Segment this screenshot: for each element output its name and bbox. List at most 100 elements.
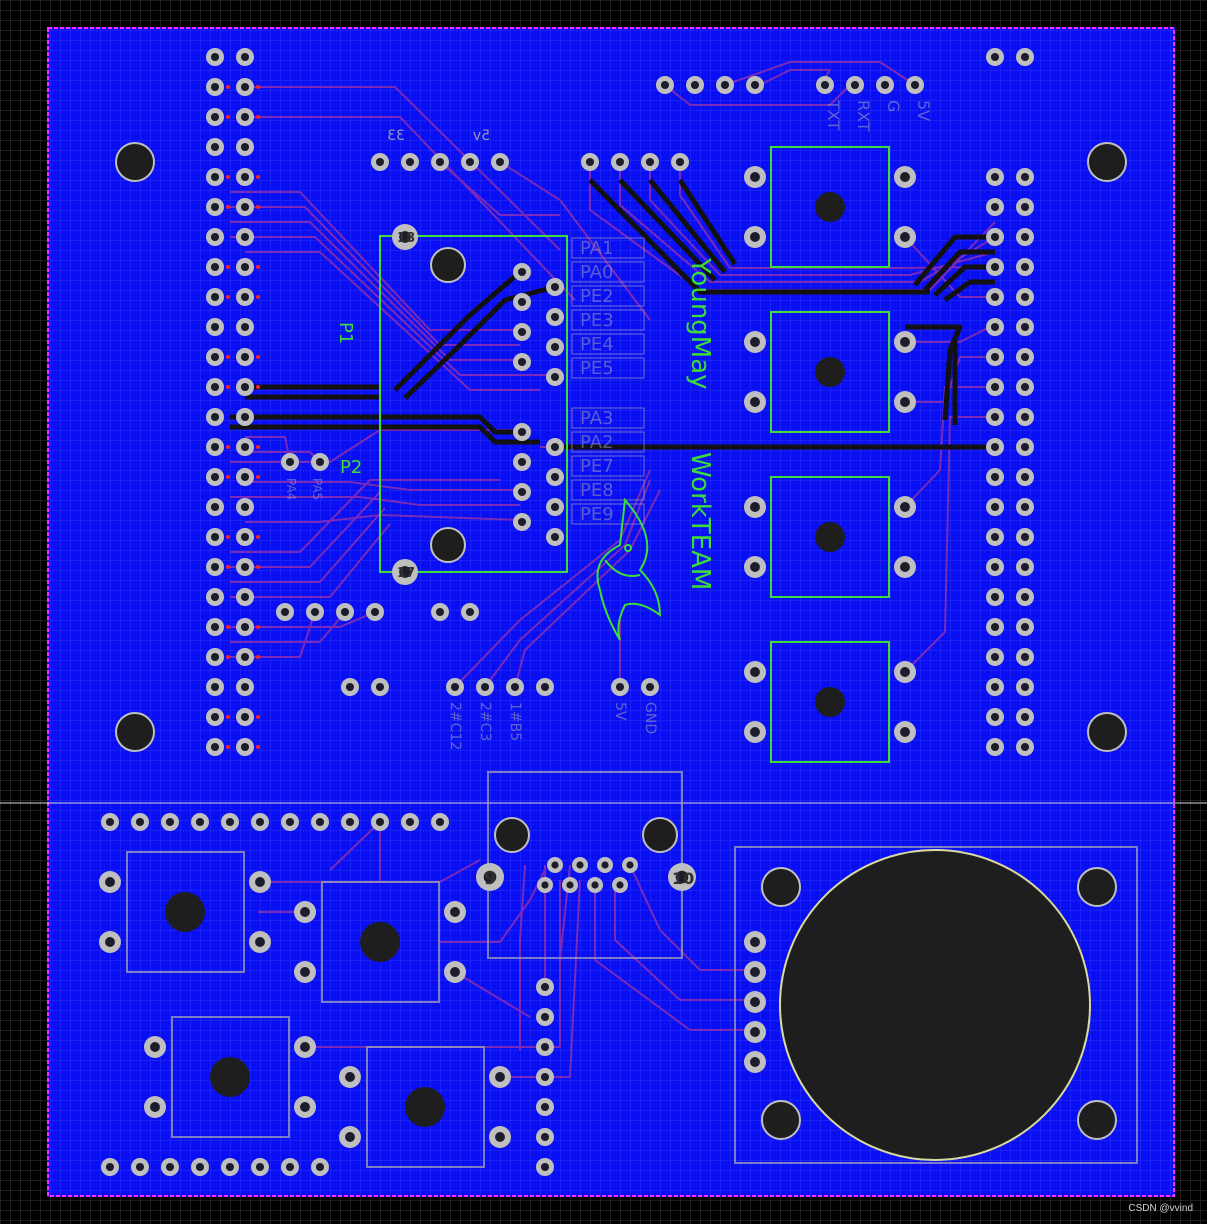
header-right-pad (986, 168, 1004, 186)
button-pad (144, 1036, 166, 1058)
pad-drill (550, 532, 560, 542)
pad-drill (1020, 502, 1030, 512)
pad-drill (450, 907, 460, 917)
db-pin-pad (612, 877, 628, 893)
vertical-header-pad (536, 1038, 554, 1056)
header-right-pad (1016, 198, 1034, 216)
pad-drill (675, 870, 689, 884)
pad-drill (990, 202, 1000, 212)
header-left-pad (206, 438, 224, 456)
connector-pad (546, 528, 564, 546)
power-header-pad (461, 153, 479, 171)
pin-name-box (571, 431, 645, 453)
pad-marker (226, 295, 230, 299)
pad-marker (226, 715, 230, 719)
pad-drill (105, 817, 115, 827)
vertical-header-pad (536, 1068, 554, 1086)
button-pad (744, 556, 766, 578)
pad-drill (990, 472, 1000, 482)
uart-header-pad (816, 76, 834, 94)
trace-bottom (230, 206, 520, 346)
bottom-header-pad (161, 813, 179, 831)
pin-name-box (571, 261, 645, 283)
pad-drill (750, 502, 760, 512)
pad-drill (210, 352, 220, 362)
label-gnd: GND (642, 702, 658, 734)
power-header-pad (491, 153, 509, 171)
header-left-pad (236, 378, 254, 396)
pad-marker (256, 745, 260, 749)
label-uart: 5V (914, 100, 933, 121)
pad-drill (616, 881, 624, 889)
pad-marker (226, 565, 230, 569)
pad-drill (900, 232, 910, 242)
pad-drill (240, 172, 250, 182)
pad-drill (550, 472, 560, 482)
header-right-pad (1016, 708, 1034, 726)
pad-drill (240, 652, 250, 662)
header-right-pad (1016, 258, 1034, 276)
pad-drill (315, 457, 325, 467)
header-left-pad (236, 708, 254, 726)
connector-pin-18-label: 18 (397, 231, 415, 246)
pa-header-pad (281, 453, 299, 471)
pad-marker (226, 655, 230, 659)
pad-drill (990, 682, 1000, 692)
pad-drill (150, 1042, 160, 1052)
bottom-header-pad (311, 1158, 329, 1176)
pad-drill (210, 292, 220, 302)
pad-marker (256, 265, 260, 269)
button-silkscreen (171, 1016, 290, 1138)
pad-drill (210, 382, 220, 392)
mounting-hole (494, 817, 530, 853)
trace-top (913, 234, 995, 287)
pad-drill (495, 1132, 505, 1142)
bottom-header-pad (161, 1158, 179, 1176)
pad-drill (315, 817, 325, 827)
header-right-pad (986, 738, 1004, 756)
pin-name-box (571, 503, 645, 525)
button-pad (249, 871, 271, 893)
mounting-hole (761, 867, 801, 907)
header-right-pad (986, 408, 1004, 426)
bottom-header-pad (131, 813, 149, 831)
pad-drill (345, 1072, 355, 1082)
power-header-pad (371, 153, 389, 171)
header-left-pad (236, 438, 254, 456)
trace-bottom (454, 971, 531, 1018)
header-right-pad (986, 528, 1004, 546)
trace-bottom (904, 386, 995, 508)
header-right-pad (1016, 648, 1034, 666)
connector-pad (513, 293, 531, 311)
button-pad (744, 331, 766, 353)
pad-drill (165, 1162, 175, 1172)
trace-bottom (905, 326, 991, 343)
power-header-pad (401, 153, 419, 171)
pad-drill (225, 817, 235, 827)
pad-drill (540, 1042, 550, 1052)
button-pad (894, 391, 916, 413)
pad-drill (690, 80, 700, 90)
header-left-pad (206, 378, 224, 396)
pad-drill (300, 1042, 310, 1052)
pad-drill (517, 297, 527, 307)
trace-bottom (629, 864, 755, 971)
db-pin-pad (622, 857, 638, 873)
connector-pad (546, 278, 564, 296)
uart-aux-pad (656, 76, 674, 94)
button-pad (144, 1096, 166, 1118)
db-pin-pad (587, 877, 603, 893)
button-pad (744, 496, 766, 518)
pad-drill (375, 682, 385, 692)
header-right-pad (986, 348, 1004, 366)
trace-bottom (245, 116, 576, 301)
pin-name-box (571, 407, 645, 429)
pad-drill (210, 262, 220, 272)
button-pad (894, 226, 916, 248)
trace-top (393, 270, 522, 392)
header-right-pad (1016, 738, 1034, 756)
pad-drill (990, 712, 1000, 722)
header-right-pad (986, 258, 1004, 276)
pad-drill (990, 442, 1000, 452)
